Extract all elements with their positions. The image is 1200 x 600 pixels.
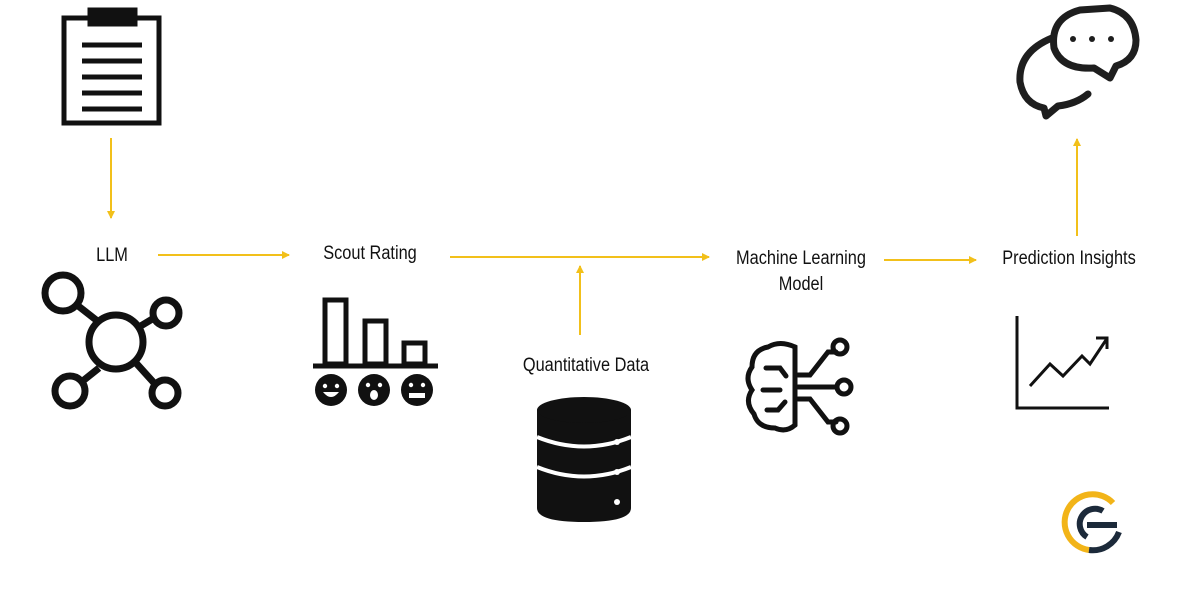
- line-graph-trend-icon: [1015, 316, 1109, 410]
- ai-brain-circuit-icon: [745, 337, 854, 436]
- neutral-face-icon: [401, 374, 433, 406]
- ml-model-label-line2: Model: [778, 274, 824, 295]
- happy-face-icon: [315, 374, 347, 406]
- prediction-insights-label: Prediction Insights: [1002, 248, 1136, 269]
- flow-arrows: [107, 138, 1081, 335]
- ml-model-label: Machine Learning Model: [723, 246, 880, 298]
- scout-rating-label: Scout Rating: [323, 243, 417, 264]
- llm-label: LLM: [96, 245, 128, 266]
- surprised-face-icon: [358, 374, 390, 406]
- g-logo-icon: [1061, 491, 1122, 554]
- database-icon: [536, 397, 632, 522]
- chat-bubbles-icon: [1016, 4, 1140, 120]
- ml-model-label-line1: Machine Learning: [736, 248, 866, 269]
- clipboard-icon: [61, 7, 162, 126]
- network-graph-icon: [41, 271, 183, 410]
- quantitative-data-label: Quantitative Data: [522, 355, 650, 376]
- bar-chart-with-emoji-faces-icon: [313, 297, 438, 406]
